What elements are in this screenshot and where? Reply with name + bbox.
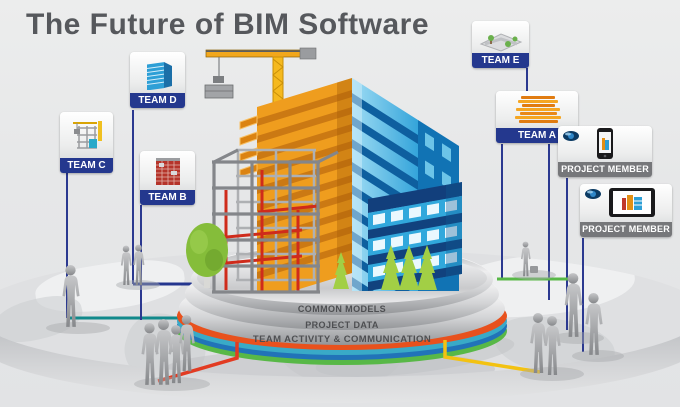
team-d-label: TEAM D	[130, 93, 185, 108]
team-c-card: TEAM C	[60, 112, 113, 173]
yellow-branch-line	[443, 340, 541, 374]
person-silhouette	[133, 244, 145, 285]
project-member-2-label: PROJECT MEMBER	[580, 222, 672, 237]
team-e-label: TEAM E	[472, 53, 529, 68]
team-a-label: TEAM A	[496, 128, 578, 143]
person-silhouette	[179, 314, 195, 372]
smartphone-icon	[597, 128, 613, 159]
project-member-1-card: PROJECT MEMBER	[558, 126, 652, 177]
team-a-card: TEAM A	[496, 91, 578, 143]
person-silhouette	[141, 323, 159, 385]
team-c-label: TEAM C	[60, 158, 113, 173]
project-member-2-card: PROJECT MEMBER	[580, 184, 672, 237]
team-b-label: TEAM B	[140, 190, 195, 205]
person-silhouette	[585, 293, 603, 355]
glass-building-icon	[130, 52, 185, 93]
floor-plans-stack-icon	[496, 91, 578, 128]
platform-label-team-activity: TEAM ACTIVITY & COMMUNICATION	[252, 334, 432, 345]
scaffold-crane-icon	[60, 112, 113, 158]
tower-crane-icon	[204, 47, 317, 108]
page-title: The Future of BIM Software	[26, 8, 429, 41]
brick-building-icon	[140, 151, 195, 190]
eye-icon	[563, 131, 579, 141]
site-plan-icon	[472, 21, 529, 53]
eye-icon	[585, 189, 601, 199]
platform-label-common-models: COMMON MODELS	[297, 304, 387, 314]
project-member-1-label: PROJECT MEMBER	[558, 162, 652, 177]
team-b-card: TEAM B	[140, 151, 195, 205]
person-silhouette	[120, 245, 132, 286]
platform-label-project-data: PROJECT DATA	[305, 320, 379, 330]
team-e-card: TEAM E	[472, 21, 529, 68]
red-branch-line	[157, 342, 239, 383]
briefcase-icon	[530, 266, 538, 273]
person-silhouette	[530, 313, 547, 373]
tree-icons	[186, 223, 437, 290]
team-d-card: TEAM D	[130, 52, 185, 108]
person-silhouette	[544, 315, 561, 376]
tablet-icon	[609, 188, 655, 217]
person-silhouette	[62, 265, 80, 327]
person-silhouette	[564, 273, 583, 337]
